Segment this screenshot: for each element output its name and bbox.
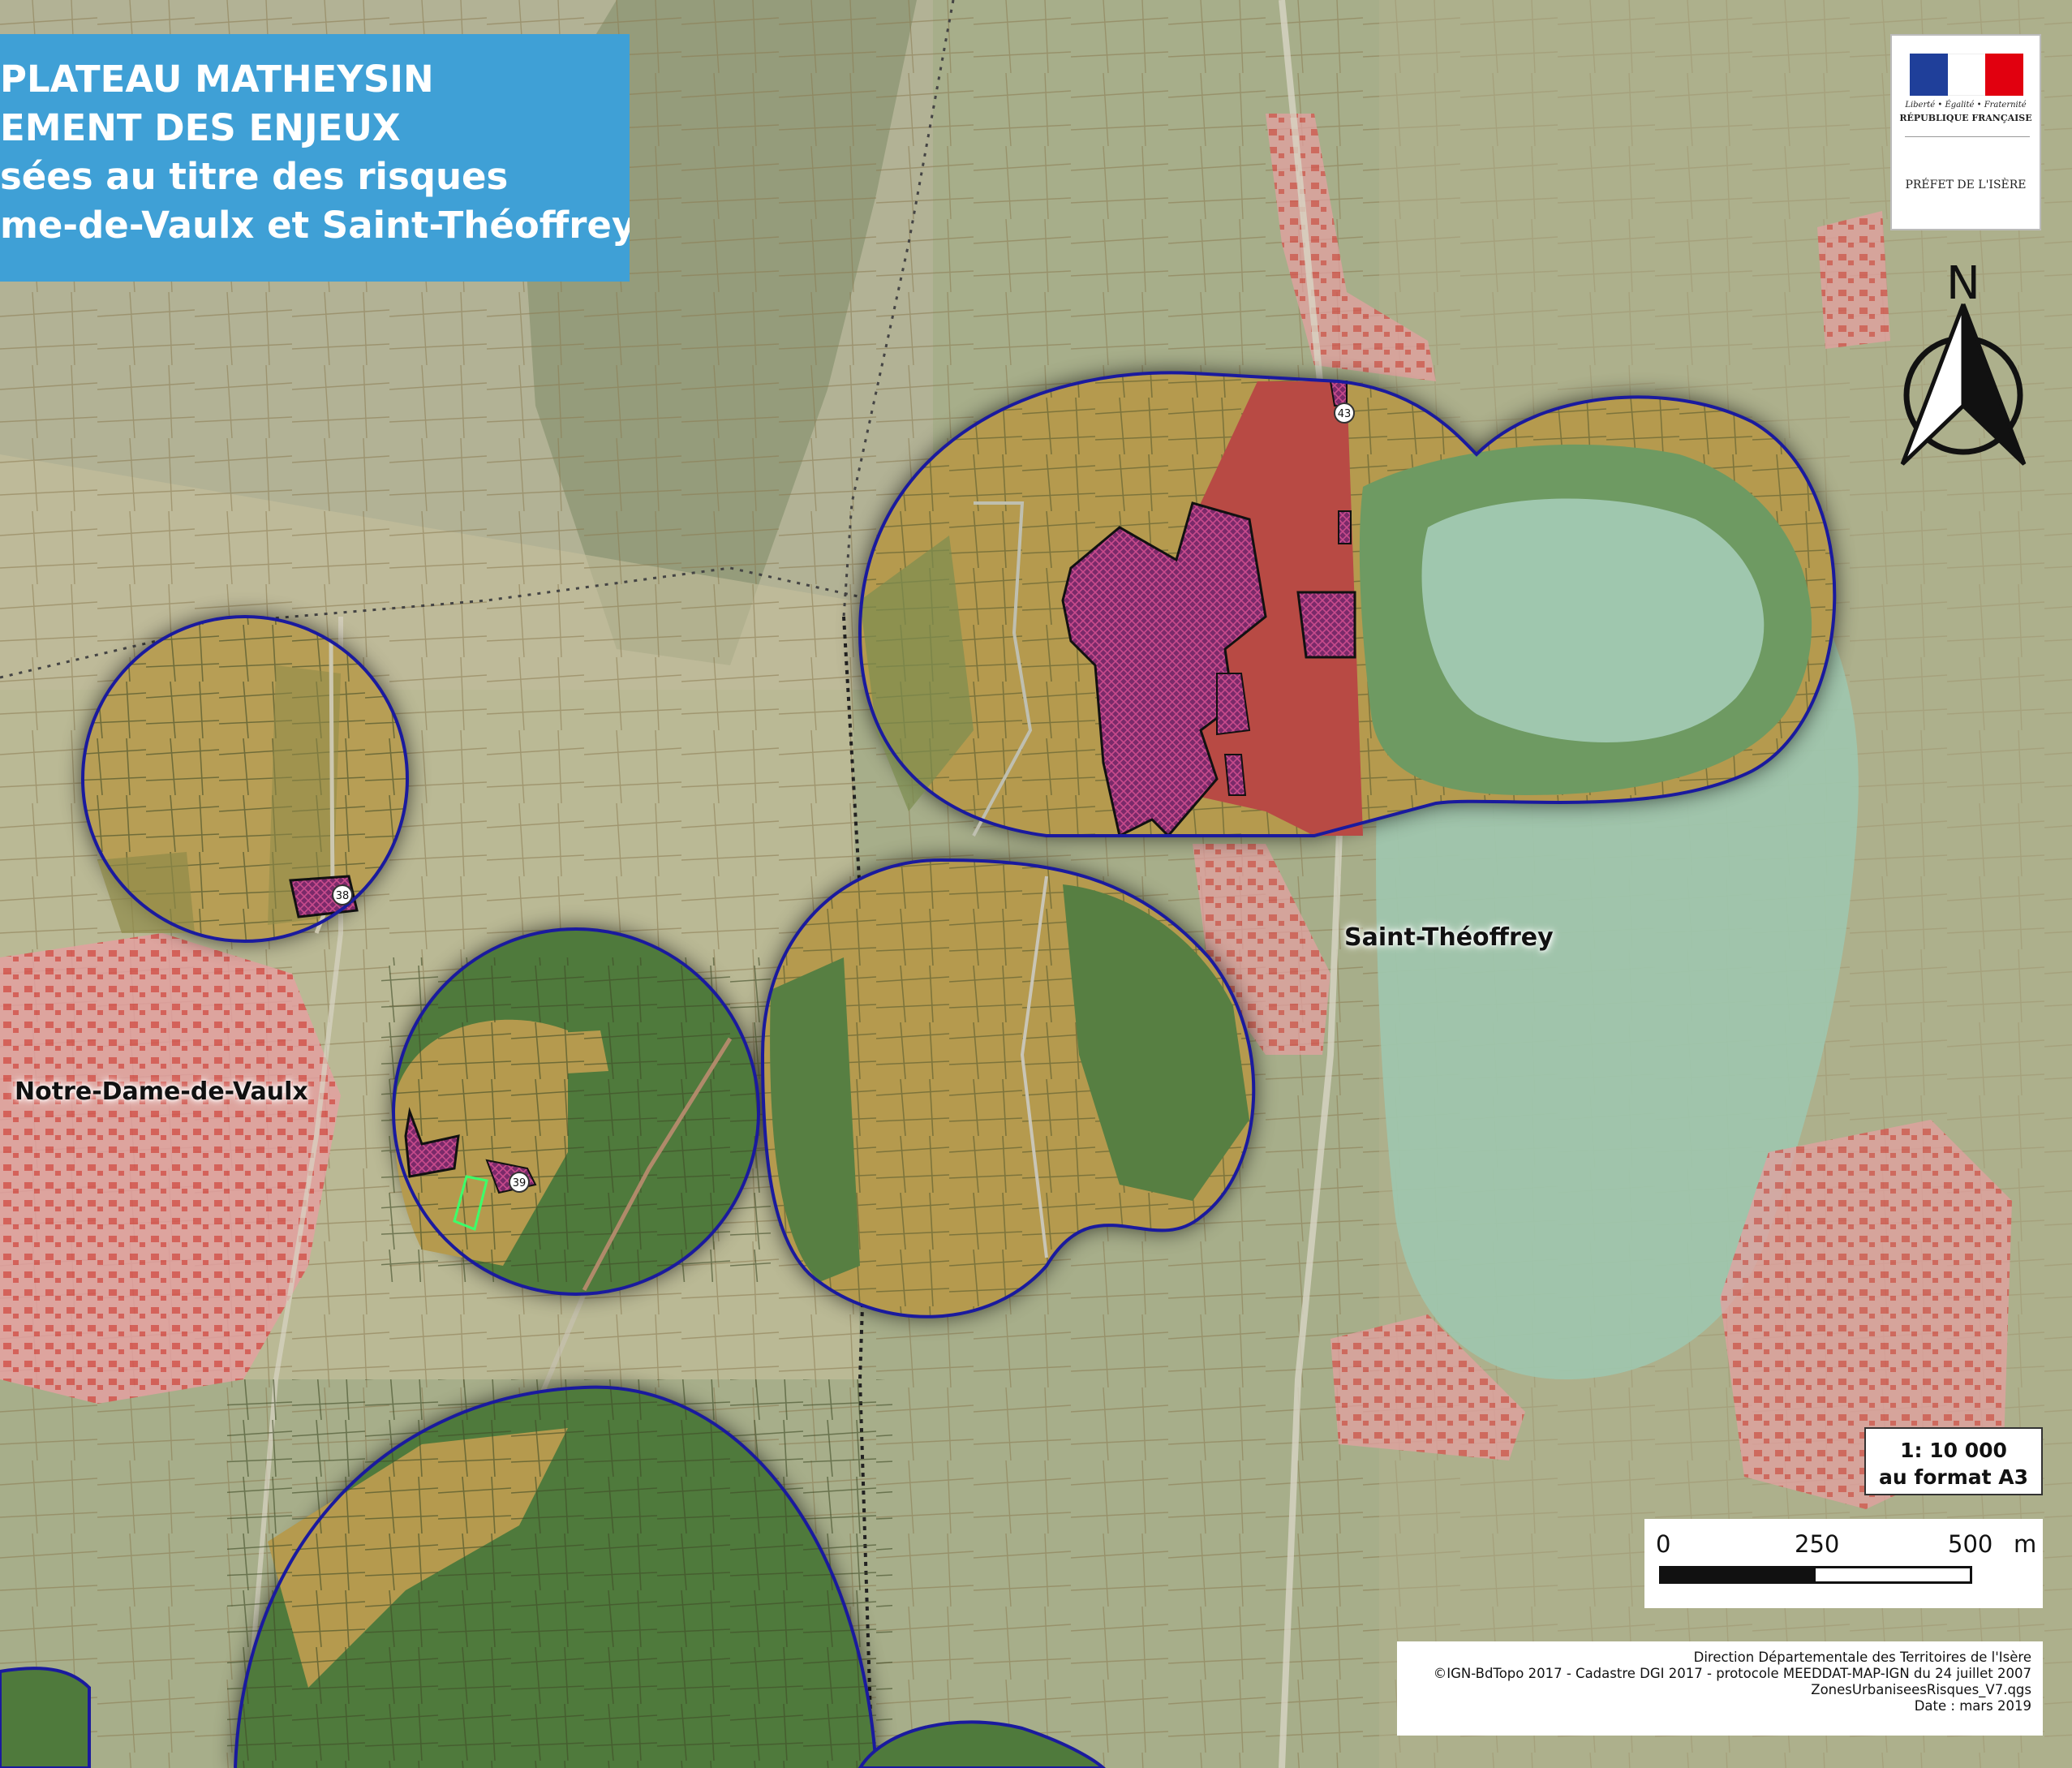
scale-bar-graphic [1659, 1566, 1972, 1584]
logo-motto: Liberté • Égalité • Fraternité [1905, 101, 2027, 110]
scale-ratio: 1: 10 000 [1900, 1439, 2007, 1462]
zone-lobe-saint-theoffrey-north [858, 371, 1837, 838]
urban-north-east [1817, 211, 1890, 349]
urban-notre-dame-de-vaulx [0, 933, 341, 1404]
scale-tick-250: 250 [1795, 1530, 1840, 1558]
road-n85 [1279, 0, 1351, 1768]
road-shield-43: 43 [1334, 402, 1355, 424]
scale-ratio-box: 1: 10 000 au format A3 [1864, 1427, 2043, 1495]
credits-line-4: Date : mars 2019 [1914, 1698, 2031, 1714]
title-line-3: sées au titre des risques [0, 155, 509, 198]
scale-unit: m [2014, 1530, 2037, 1558]
zone-circle-west [81, 615, 409, 943]
zone-lobe-south [0, 1379, 1106, 1768]
logo-republic: RÉPUBLIQUE FRANÇAISE [1899, 113, 2032, 123]
road-label-43: 43 [1338, 408, 1352, 420]
urban-saint-theoffrey-south [1193, 844, 1330, 1055]
map-title-box: PLATEAU MATHEYSIN EMENT DES ENJEUX sées … [0, 34, 630, 282]
title-line-1: PLATEAU MATHEYSIN [0, 58, 434, 101]
scale-tick-0: 0 [1656, 1530, 1671, 1558]
road-shield-38: 38 [332, 884, 353, 906]
credits-line-1: Direction Départementale des Territoires… [1693, 1650, 2031, 1665]
zone-circle-mid-west [381, 927, 771, 1296]
credits-box: Direction Départementale des Territoires… [1397, 1641, 2043, 1736]
road-label-39: 39 [513, 1177, 527, 1189]
north-arrow: N [1900, 257, 2027, 466]
scale-format: au format A3 [1878, 1465, 2029, 1489]
road-shield-39: 39 [509, 1172, 530, 1193]
place-label-saint-theoffrey: Saint-Théoffrey [1344, 923, 1554, 952]
logo-prefect: PRÉFET DE L'ISÈRE [1905, 179, 2027, 191]
scale-tick-500: 500 [1948, 1530, 1993, 1558]
urban-east [1720, 1120, 2012, 1509]
north-label: N [1946, 257, 1980, 310]
title-line-2: EMENT DES ENJEUX [0, 106, 401, 149]
road-label-38: 38 [336, 890, 350, 902]
scale-bar: 0 250 500 m [1644, 1519, 2043, 1608]
marianne-flag-icon [1910, 54, 2024, 96]
prefecture-logo: Liberté • Égalité • Fraternité RÉPUBLIQU… [1890, 34, 2041, 230]
urban-north [1266, 114, 1436, 381]
logo-divider [1905, 136, 2030, 137]
place-label-notre-dame-de-vaulx: Notre-Dame-de-Vaulx [15, 1078, 308, 1106]
zone-lobe-middle [760, 858, 1256, 1318]
urban-south-east [1330, 1314, 1525, 1460]
credits-line-3: ZonesUrbaniseesRisques_V7.qgs [1811, 1682, 2031, 1697]
credits-line-2: ©IGN-BdTopo 2017 - Cadastre DGI 2017 - p… [1433, 1666, 2031, 1681]
title-line-4: me-de-Vaulx et Saint-Théoffrey [0, 204, 630, 247]
commune-boundary-north [842, 0, 955, 617]
